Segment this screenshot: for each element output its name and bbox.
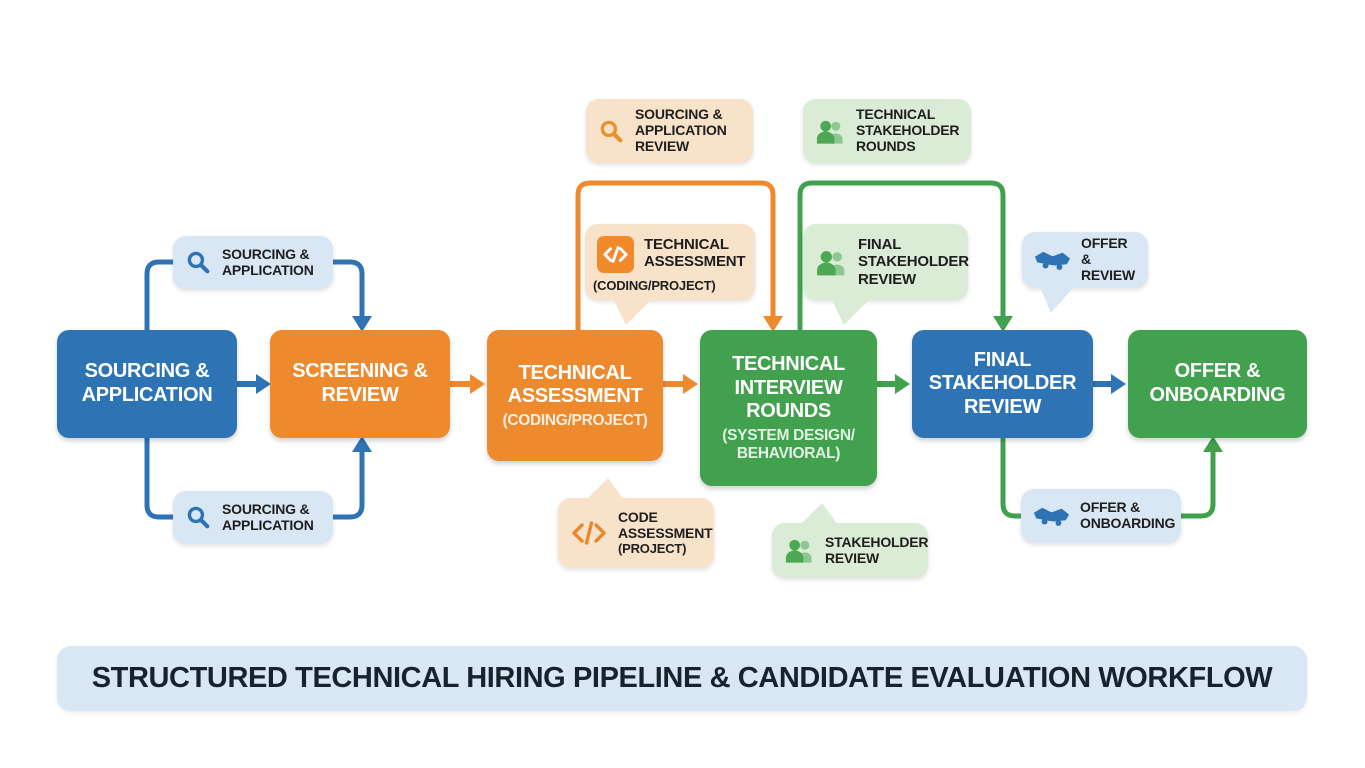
title-banner: STRUCTURED TECHNICAL HIRING PIPELINE & C… bbox=[57, 646, 1307, 711]
stage-sublabel: (CODING/PROJECT) bbox=[502, 411, 648, 429]
arrowhead-loop-bottom-left bbox=[352, 436, 372, 452]
callout-label: STAKEHOLDER REVIEW bbox=[825, 533, 929, 566]
stage-screening-review: SCREENING & REVIEW bbox=[270, 330, 450, 438]
callout-code-assessment: CODE ASSESSMENT (PROJECT) bbox=[558, 478, 714, 568]
code-icon bbox=[597, 236, 634, 273]
callout-loop-bottom-left: SOURCING & APPLICATION bbox=[173, 491, 333, 544]
callout-label: SOURCING & APPLICATION bbox=[222, 245, 314, 278]
connector-bracket-orange bbox=[575, 180, 776, 330]
magnifier-icon bbox=[598, 118, 625, 145]
arrowhead-bracket-green bbox=[993, 316, 1013, 332]
magnifier-icon bbox=[185, 249, 212, 276]
arrowhead-bracket-orange bbox=[763, 316, 783, 332]
flow-arrow-4 bbox=[877, 374, 910, 394]
stage-sourcing-application: SOURCING & APPLICATION bbox=[57, 330, 237, 438]
callout-label: SOURCING & APPLICATION REVIEW bbox=[635, 106, 727, 154]
arrowhead-loop-bottom-right bbox=[1203, 436, 1223, 452]
stage-label: TECHNICAL ASSESSMENT bbox=[507, 361, 643, 408]
callout-loop-top-left: SOURCING & APPLICATION bbox=[173, 236, 333, 289]
callout-sublabel: (CODING/PROJECT) bbox=[593, 277, 716, 293]
stage-technical-interview-rounds: TECHNICAL INTERVIEW ROUNDS (SYSTEM DESIG… bbox=[700, 330, 877, 486]
callout-label: OFFER & ONBOARDING bbox=[1080, 499, 1176, 531]
flow-arrow-5 bbox=[1093, 374, 1126, 394]
people-icon bbox=[815, 248, 848, 277]
callout-label: FINAL STAKEHOLDER REVIEW bbox=[858, 236, 969, 288]
people-icon bbox=[784, 537, 815, 564]
arrowhead-loop-top-left bbox=[352, 316, 372, 332]
callout-label: CODE ASSESSMENT bbox=[618, 508, 713, 541]
callout-label: TECHNICAL ASSESSMENT bbox=[644, 236, 746, 271]
callout-technical-stakeholder-rounds: TECHNICAL STAKEHOLDER ROUNDS bbox=[803, 99, 971, 163]
stage-technical-assessment: TECHNICAL ASSESSMENT (CODING/PROJECT) bbox=[487, 330, 663, 461]
connector-bracket-green bbox=[797, 180, 1006, 330]
stage-label: OFFER & ONBOARDING bbox=[1149, 360, 1286, 406]
callout-final-stakeholder-review: FINAL STAKEHOLDER REVIEW bbox=[803, 224, 969, 325]
callout-offer-review: OFFER & REVIEW bbox=[1022, 232, 1148, 313]
stage-label: SCREENING & REVIEW bbox=[292, 360, 428, 406]
stage-sublabel: (SYSTEM DESIGN/ BEHAVIORAL) bbox=[722, 427, 855, 462]
diagram-title: STRUCTURED TECHNICAL HIRING PIPELINE & C… bbox=[91, 662, 1273, 694]
flow-arrow-2 bbox=[450, 374, 485, 394]
callout-stakeholder-review: STAKEHOLDER REVIEW bbox=[772, 503, 929, 578]
stage-label: FINAL STAKEHOLDER REVIEW bbox=[928, 348, 1077, 418]
code-icon bbox=[570, 518, 608, 548]
stage-label: TECHNICAL INTERVIEW ROUNDS bbox=[732, 353, 845, 423]
callout-technical-assessment: TECHNICAL ASSESSMENT (CODING/PROJECT) bbox=[585, 224, 755, 325]
callout-offer-onboarding: OFFER & ONBOARDING bbox=[1021, 489, 1181, 543]
callout-sublabel: (PROJECT) bbox=[618, 540, 687, 556]
callout-label: TECHNICAL STAKEHOLDER ROUNDS bbox=[856, 106, 960, 154]
flow-arrow-1 bbox=[237, 374, 271, 394]
callout-label: OFFER & REVIEW bbox=[1081, 235, 1136, 283]
callout-label: SOURCING & APPLICATION bbox=[222, 500, 314, 533]
stage-final-stakeholder-review: FINAL STAKEHOLDER REVIEW bbox=[912, 330, 1093, 438]
stage-offer-onboarding: OFFER & ONBOARDING bbox=[1128, 330, 1307, 438]
handshake-icon bbox=[1033, 504, 1070, 529]
flow-arrow-3 bbox=[663, 374, 698, 394]
callout-sourcing-application-review: SOURCING & APPLICATION REVIEW bbox=[586, 99, 753, 163]
magnifier-icon bbox=[185, 504, 212, 531]
stage-label: SOURCING & APPLICATION bbox=[81, 360, 213, 406]
people-icon bbox=[815, 118, 846, 145]
handshake-icon bbox=[1034, 248, 1071, 273]
